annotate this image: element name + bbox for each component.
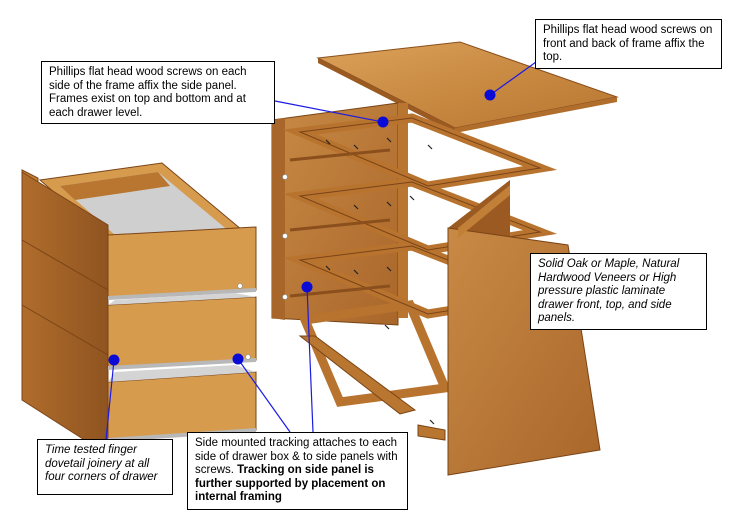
callout-top-screws: Phillips flat head wood screws on front … [535, 19, 722, 69]
drawer-stack [21, 162, 257, 456]
callout-side-screws-text: Phillips flat head wood screws on each s… [49, 66, 247, 119]
top-panel [316, 41, 619, 133]
callout-dots [108, 89, 496, 366]
callout-tracking: Side mounted tracking attaches to each s… [187, 432, 408, 510]
callout-tracking-bold-text: Tracking on side panel is further suppor… [195, 464, 386, 503]
callout-top-screws-text: Phillips flat head wood screws on front … [543, 24, 713, 63]
callout-dovetail: Time tested finger dovetail joinery at a… [37, 439, 173, 495]
callout-dovetail-text: Time tested finger dovetail joinery at a… [45, 444, 158, 483]
leader-lines [105, 61, 537, 441]
callout-materials: Solid Oak or Maple, Natural Hardwood Ven… [530, 253, 707, 330]
callout-side-screws: Phillips flat head wood screws on each s… [41, 61, 275, 124]
callout-tracking-text: Side mounted tracking attaches to each s… [195, 437, 398, 476]
callout-materials-text: Solid Oak or Maple, Natural Hardwood Ven… [538, 258, 680, 324]
